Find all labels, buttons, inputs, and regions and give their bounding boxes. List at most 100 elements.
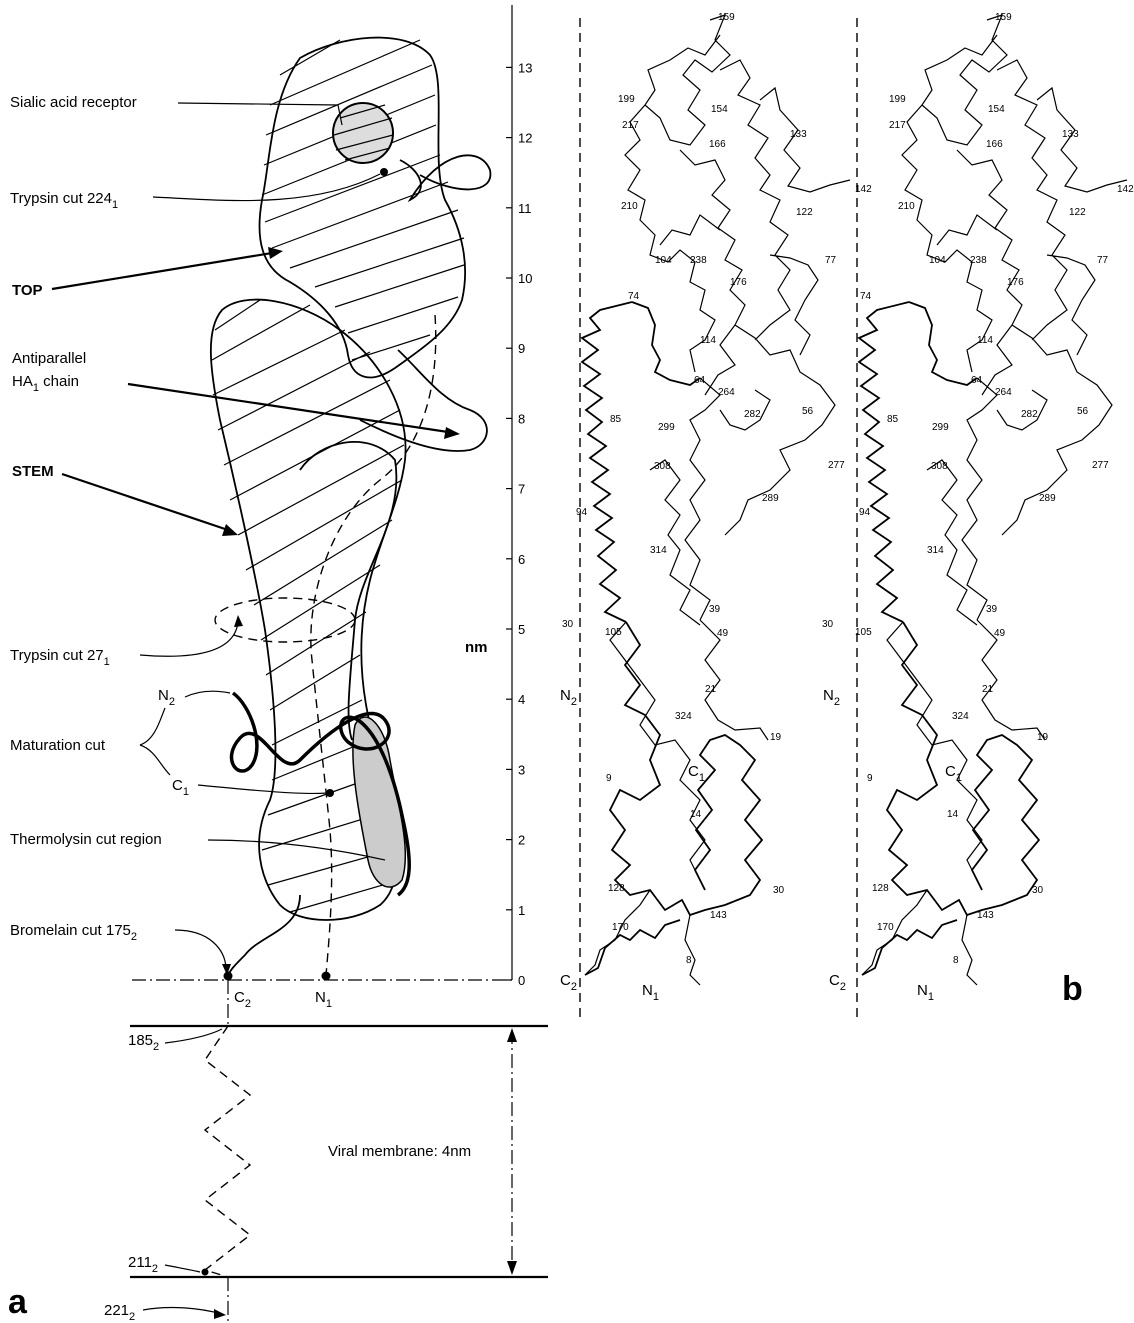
res-289: 289: [762, 493, 779, 504]
res-282-r: 282: [1021, 409, 1038, 420]
res-210: 210: [621, 201, 638, 212]
ca-trace: [582, 15, 850, 985]
res-49: 49: [717, 628, 729, 639]
res-154: 154: [711, 104, 728, 115]
res-49-r: 49: [994, 628, 1006, 639]
label-top: TOP: [12, 282, 43, 299]
nm-tick-label-8: 8: [518, 411, 525, 426]
res-314-r: 314: [927, 545, 944, 556]
label-n2: N2: [158, 687, 175, 708]
res-74: 74: [628, 291, 640, 302]
label-maturation-cut: Maturation cut: [10, 737, 106, 754]
res-143-r: 143: [977, 910, 994, 921]
res-324-r: 324: [952, 711, 969, 722]
res-39: 39: [709, 604, 721, 615]
arrow-antiparallel: [128, 384, 448, 432]
term-n2-right: N2: [823, 687, 840, 708]
res-19: 19: [770, 732, 782, 743]
res-170: 170: [612, 922, 629, 933]
nm-tick-label-5: 5: [518, 622, 525, 637]
n1-terminus-dot: [322, 972, 331, 981]
res-299: 299: [658, 422, 675, 433]
term-n2-left: N2: [560, 687, 577, 708]
nm-tick-label-3: 3: [518, 762, 525, 777]
term-n1-left: N1: [642, 982, 659, 1003]
res-8: 8: [686, 955, 692, 966]
ha2-long-helix: [582, 302, 632, 622]
stereo-view-right: 159 199 154 217 166 133 142 210 122 104 …: [822, 12, 1134, 1003]
antiparallel-loop: [360, 350, 487, 451]
res-238-r: 238: [970, 255, 987, 266]
res-133: 133: [790, 129, 807, 140]
res-9-r: 9: [867, 773, 873, 784]
trypsin-224-dot: [380, 168, 388, 176]
leader-185: [165, 1029, 222, 1043]
panel-b: 159 199 154 217 166 133 142 210 122 104 …: [560, 12, 1134, 1020]
nm-tick-label-1: 1: [518, 903, 525, 918]
res-143: 143: [710, 910, 727, 921]
ha2-helix-upper: [632, 302, 700, 385]
res-176-r: 176: [1007, 277, 1024, 288]
res-154-r: 154: [988, 104, 1005, 115]
term-c1-left: C1: [688, 763, 705, 784]
res-19-r: 19: [1037, 732, 1049, 743]
res-85-r: 85: [887, 414, 899, 425]
res-199: 199: [618, 94, 635, 105]
res-30b: 30: [773, 885, 785, 896]
res-77-r: 77: [1097, 255, 1109, 266]
res-56-r: 56: [1077, 406, 1089, 417]
res-264-r: 264: [995, 387, 1012, 398]
nm-tick-label-11: 11: [518, 201, 532, 216]
arrow-stem: [62, 474, 228, 530]
leader-trypsin-27-head: [234, 615, 243, 627]
leader-thermolysin: [208, 840, 385, 860]
res-277: 277: [828, 460, 845, 471]
ca-trace-right: [859, 15, 1127, 985]
arrow-stem-head: [222, 524, 238, 536]
term-c2-right: C2: [829, 972, 846, 993]
res-308-r: 308: [931, 461, 948, 472]
res-159-r: 159: [995, 12, 1012, 23]
label-viral-membrane: Viral membrane: 4nm: [328, 1143, 471, 1160]
term-c2-left: C2: [560, 972, 577, 993]
nm-tick-label-10: 10: [518, 271, 532, 286]
res-264: 264: [718, 387, 735, 398]
nm-tick-label-12: 12: [518, 131, 532, 146]
res-122: 122: [796, 207, 813, 218]
stereo-view-left: 159 199 154 217 166 133 142 210 122 104 …: [560, 12, 872, 1003]
res-282: 282: [744, 409, 761, 420]
res-142-r: 142: [1117, 184, 1134, 195]
arrow-top-head: [268, 247, 283, 259]
res-176: 176: [730, 277, 747, 288]
nm-tick-label-0: 0: [518, 973, 525, 988]
leader-221-head: [214, 1309, 226, 1319]
ha1-top-trace: [625, 15, 850, 625]
res-314: 314: [650, 545, 667, 556]
res-85: 85: [610, 414, 622, 425]
nm-tick-label-2: 2: [518, 833, 525, 848]
res-128-r: 128: [872, 883, 889, 894]
nm-tick-label-9: 9: [518, 341, 525, 356]
leader-211: [165, 1265, 200, 1272]
nm-tick-label-6: 6: [518, 552, 525, 567]
leader-c1: [198, 785, 326, 793]
res-114: 114: [700, 335, 716, 346]
res-104-r: 104: [929, 255, 946, 266]
panel-b-letter: b: [1062, 970, 1083, 1008]
c2-terminus-dot: [224, 972, 233, 981]
label-thermolysin: Thermolysin cut region: [10, 831, 162, 848]
res-56: 56: [802, 406, 814, 417]
res-210-r: 210: [898, 201, 915, 212]
res-39-r: 39: [986, 604, 998, 615]
label-221: 2212: [104, 1302, 135, 1323]
label-antiparallel: Antiparallel: [12, 350, 86, 367]
res-159: 159: [718, 12, 735, 23]
res-105: 105: [605, 627, 622, 638]
res-21: 21: [705, 684, 717, 695]
label-c1: C1: [172, 777, 189, 798]
label-n1: N1: [315, 989, 332, 1010]
label-trypsin-27: Trypsin cut 271: [10, 647, 110, 668]
res-166: 166: [709, 139, 726, 150]
nm-tick-label-7: 7: [518, 482, 525, 497]
